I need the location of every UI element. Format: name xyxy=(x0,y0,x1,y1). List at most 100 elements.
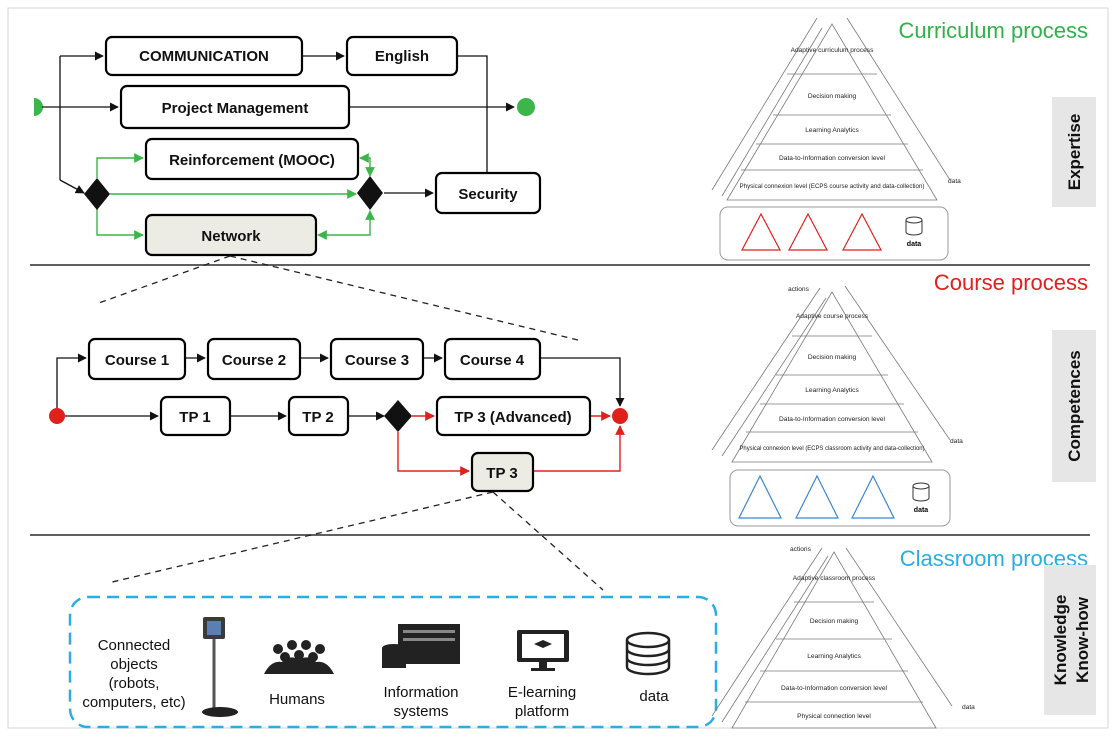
pyramid-curriculum-level-3: Learning Analytics xyxy=(805,127,859,134)
box-english: English xyxy=(345,35,459,77)
pyramid-classroom-level-5: Physical connection level xyxy=(797,713,871,720)
box-course-4: Course 4 xyxy=(443,337,542,381)
pyramid-curriculum-right-arrow xyxy=(846,17,951,181)
pyramid-curriculum-level-2: Decision making xyxy=(808,93,857,100)
resource-connected-objects: Connected objects (robots, computers, et… xyxy=(82,617,238,717)
box-tp-3-advanced-label: TP 3 (Advanced) xyxy=(454,409,571,426)
pyramid-classroom-level-3: Learning Analytics xyxy=(807,653,861,660)
pyramid-classroom-actions-label: actions xyxy=(790,546,812,553)
pyramid-course-left-arrow-inner xyxy=(721,297,827,457)
knowledge-label: Knowledge xyxy=(1051,595,1070,686)
course-section: Course process Course 1 Course 2 Course … xyxy=(49,270,1096,527)
resource-data: data xyxy=(625,631,671,705)
side-label-expertise: Expertise xyxy=(1052,97,1096,207)
resource-humans: Humans xyxy=(264,640,334,708)
edge-green-network-return xyxy=(317,210,375,240)
pyramid-classroom-left-arrow-inner xyxy=(721,555,829,723)
elearning-line-1: E-learning xyxy=(508,684,576,701)
decision-node-course xyxy=(384,400,412,432)
box-communication: COMMUNICATION xyxy=(104,35,304,77)
information-systems-line-1: Information xyxy=(383,684,458,701)
pyramid-course-level-4: Data-to-Information conversion level xyxy=(779,416,885,423)
box-tp-3: TP 3 xyxy=(470,451,535,493)
course-title: Course process xyxy=(934,270,1088,295)
pyramid-curriculum-data-label: data xyxy=(948,178,961,185)
classroom-resources-frame xyxy=(68,595,718,729)
pyramid-classroom-level-1: Adaptive classroom process xyxy=(793,575,876,582)
pyramid-classroom-right-arrow xyxy=(845,547,953,707)
box-reinforcement-label: Reinforcement (MOOC) xyxy=(169,152,335,169)
box-security: Security xyxy=(434,171,542,215)
know-how-label: Know-how xyxy=(1073,596,1092,683)
box-project-management: Project Management xyxy=(119,84,351,130)
side-label-competences: Competences xyxy=(1052,330,1096,482)
humans-icon xyxy=(264,640,334,674)
box-security-label: Security xyxy=(458,186,518,203)
box-english-label: English xyxy=(375,48,429,65)
box-course-4-label: Course 4 xyxy=(460,352,525,369)
edge-english-security xyxy=(457,55,488,172)
curriculum-end-node xyxy=(517,98,535,116)
pyramid-classroom-level-4: Data-to-Information conversion level xyxy=(781,685,887,692)
box-network-label: Network xyxy=(201,228,261,245)
curriculum-store-label: data xyxy=(907,241,922,248)
classroom-section: Classroom process Connected objects (rob… xyxy=(68,546,1096,729)
course-end-node xyxy=(612,408,628,424)
box-course-2-label: Course 2 xyxy=(222,352,286,369)
pyramid-classroom-outline xyxy=(731,551,937,729)
connected-objects-line-2: objects xyxy=(110,656,158,673)
decision-node-curriculum-2 xyxy=(357,176,383,210)
pyramid-curriculum-left-arrow-inner xyxy=(721,27,823,197)
edge-course4-end xyxy=(540,357,625,407)
box-tp-2-label: TP 2 xyxy=(302,409,333,426)
resource-information-systems: Information systems xyxy=(382,624,460,720)
pyramid-course-level-5: Physical connexion level (ECPS classroom… xyxy=(740,445,925,452)
curriculum-subprocess-tray: data xyxy=(719,206,949,261)
curriculum-section: Curriculum process COMMUNICATION English xyxy=(34,17,1096,261)
pyramid-curriculum-level-1: Adaptive curriculum process xyxy=(791,47,875,54)
box-course-1: Course 1 xyxy=(87,337,187,381)
course-subprocess-tray: data xyxy=(729,469,951,527)
pyramid-course-left-arrow xyxy=(711,287,821,451)
elearning-monitor-icon xyxy=(517,630,569,671)
pyramid-course-level-2: Decision making xyxy=(808,354,857,361)
connected-objects-line-1: Connected xyxy=(98,637,171,654)
box-project-management-label: Project Management xyxy=(162,100,309,117)
box-reinforcement: Reinforcement (MOOC) xyxy=(144,137,360,181)
projection-right-network xyxy=(229,255,579,341)
pyramid-course-right-arrow xyxy=(844,285,951,441)
database-icon xyxy=(625,631,671,676)
edge-to-decision-1 xyxy=(59,179,85,194)
information-systems-line-2: systems xyxy=(393,703,448,720)
pyramid-course-level-3: Learning Analytics xyxy=(805,387,859,394)
pyramid-classroom: Adaptive classroom process Decision maki… xyxy=(711,546,975,729)
edge-red-tp3-end xyxy=(533,425,625,472)
pyramid-course-actions-label: actions xyxy=(788,286,810,293)
projection-left-tp3 xyxy=(107,491,494,584)
edge-red-tp3 xyxy=(397,432,470,476)
box-tp-1: TP 1 xyxy=(159,395,232,437)
pyramid-curriculum: Adaptive curriculum process Decision mak… xyxy=(711,17,961,201)
server-icon xyxy=(382,624,460,668)
humans-label: Humans xyxy=(269,691,325,708)
box-course-2: Course 2 xyxy=(206,337,302,381)
edge-green-reinforcement-return xyxy=(359,153,375,177)
pyramid-curriculum-level-5: Physical connexion level (ECPS course ac… xyxy=(740,183,925,190)
pyramid-course-data-label: data xyxy=(950,438,963,445)
projection-right-tp3 xyxy=(492,491,604,591)
decision-node-curriculum-1 xyxy=(84,178,110,210)
elearning-line-2: platform xyxy=(515,703,569,720)
pyramid-curriculum-level-4: Data-to-Information conversion level xyxy=(779,155,885,162)
pyramid-course-outline xyxy=(731,291,933,463)
pyramid-classroom-data-label: data xyxy=(962,704,975,711)
pyramid-course: Adaptive course process Decision making … xyxy=(711,285,963,463)
pyramid-curriculum-outline xyxy=(726,23,938,201)
telepresence-robot-icon xyxy=(202,617,238,717)
box-tp-3-label: TP 3 xyxy=(486,465,517,482)
course-start-node xyxy=(49,408,65,424)
box-course-3: Course 3 xyxy=(329,337,425,381)
connected-objects-line-4: computers, etc) xyxy=(82,694,185,711)
box-tp-2: TP 2 xyxy=(287,395,350,437)
connected-objects-line-3: (robots, xyxy=(109,675,160,692)
